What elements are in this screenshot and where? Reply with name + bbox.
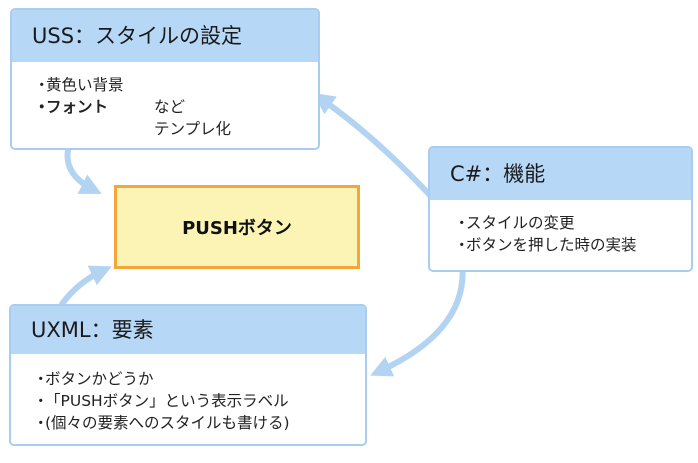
push-button: PUSHボタン (114, 185, 360, 269)
arrow-csharp-to-uxml (370, 259, 466, 377)
uss-item-text: 黄色い背景 (46, 76, 124, 94)
uss-title: USS：スタイルの設定 (12, 10, 318, 62)
uxml-title: UXML：要素 (11, 306, 365, 354)
arrow-uxml-to-push (59, 265, 112, 307)
uxml-box: UXML：要素 ・ ボタンかどうか ・ 「PUSHボタン」という表示ラベル ・ … (9, 304, 367, 446)
uss-item-text: フォント (46, 98, 109, 116)
uxml-item-text: ボタンかどうか (45, 370, 154, 388)
uxml-item-text: 「PUSHボタン」という表示ラベル (45, 392, 289, 410)
bullet: ・ (34, 76, 50, 94)
bullet: ・ (454, 214, 470, 232)
bullet: ・ (33, 370, 49, 388)
csharp-title: C#：機能 (430, 148, 691, 200)
uss-extra: テンプレ化 (154, 120, 232, 138)
bullet: ・ (34, 98, 50, 116)
uxml-item: ・ ボタンかどうか (33, 368, 365, 390)
csharp-item-text: ボタンを押した時の実装 (466, 236, 637, 254)
uss-item: ・ フォント など (34, 96, 318, 118)
uss-box: USS：スタイルの設定 ・ 黄色い背景 ・ フォント など テンプレ化 (10, 8, 320, 150)
csharp-item: ・ スタイルの変更 (454, 212, 691, 234)
bullet: ・ (454, 236, 470, 254)
uxml-item: ・ 「PUSHボタン」という表示ラベル (33, 390, 365, 412)
uss-body: ・ 黄色い背景 ・ フォント など テンプレ化 (12, 62, 318, 140)
uxml-item-text: (個々の要素へのスタイルも書ける) (45, 414, 290, 432)
uxml-body: ・ ボタンかどうか ・ 「PUSHボタン」という表示ラベル ・ (個々の要素への… (11, 354, 365, 434)
csharp-body: ・ スタイルの変更 ・ ボタンを押した時の実装 (430, 200, 691, 256)
arrow-uss-to-push (64, 147, 102, 194)
csharp-box: C#：機能 ・ スタイルの変更 ・ ボタンを押した時の実装 (428, 146, 693, 272)
uss-item-note: など (154, 98, 186, 116)
bullet: ・ (33, 414, 49, 432)
uss-item: ・ 黄色い背景 (34, 74, 318, 96)
csharp-item: ・ ボタンを押した時の実装 (454, 234, 691, 256)
csharp-item-text: スタイルの変更 (466, 214, 575, 232)
uxml-item: ・ (個々の要素へのスタイルも書ける) (33, 412, 365, 434)
bullet: ・ (33, 392, 49, 410)
